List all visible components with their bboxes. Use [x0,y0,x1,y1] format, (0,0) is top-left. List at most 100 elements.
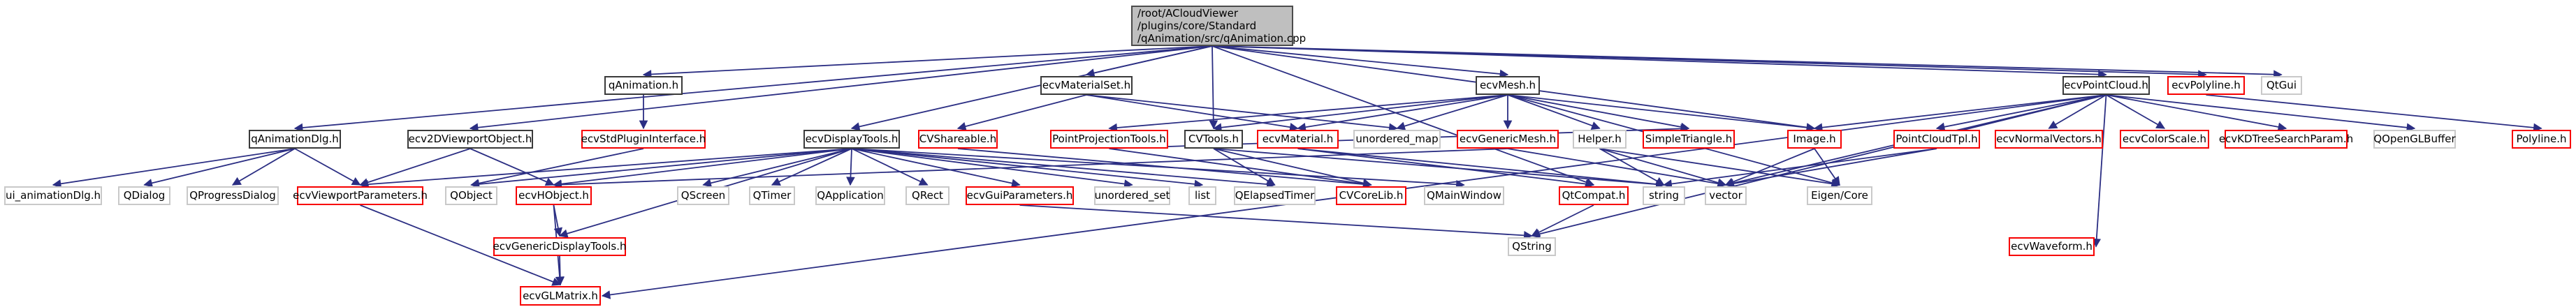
graph-node-PointCloudTpl-h[interactable]: PointCloudTpl.h [1893,130,1980,149]
graph-node-ecvGenericMesh-h[interactable]: ecvGenericMesh.h [1457,130,1559,149]
graph-node-ecvStdPluginInterface-h[interactable]: ecvStdPluginInterface.h [581,130,706,149]
graph-node-ecvWaveform-h[interactable]: ecvWaveform.h [2009,237,2095,256]
edge-ecvPolyline-h-to-Polyline-h [2206,94,2542,133]
edge-CVTools-h-to-CVCoreLib-h [1213,148,1372,188]
graph-node-ecvPointCloud-h[interactable]: ecvPointCloud.h [2062,76,2150,95]
graph-node-QRect: QRect [905,186,949,205]
edge-root-to-qAnimationDlg-h [293,45,1213,133]
edge-ecvDisplayTools-h-to-QApplication [846,148,855,186]
graph-node-EigenCore: Eigen/Core [1807,186,1872,205]
edge-ecvPointCloud-h-to-ecvNormalVectors-h [2048,94,2106,129]
edge-Helper-h-to-string [1599,148,1665,186]
graph-node-QMainWindow: QMainWindow [1424,186,1504,205]
graph-node-ecvColorScale-h[interactable]: ecvColorScale.h [2120,130,2209,149]
graph-node-ecvKDTreeSearchParam-h[interactable]: ecvKDTreeSearchParam.h [2219,130,2353,149]
graph-node-ecvGenericDisplayTools-h[interactable]: ecvGenericDisplayTools.h [493,237,627,256]
graph-node-QString: QString [1508,237,1556,256]
edge-ecvPointCloud-h-to-ecvKDTreeSearchParam-h [2106,94,2287,132]
graph-node-QTimer: QTimer [749,186,795,205]
graph-node-ui-animationDlg-h: ui_animationDlg.h [4,186,102,205]
edge-ecvPointCloud-h-to-QOpenGLBuffer [2106,94,2416,133]
edge-PointProjectionTools-h-to-CVCoreLib-h [1109,148,1372,188]
graph-node-root: /root/ACloudViewer /plugins/core/Standar… [1131,6,1306,46]
graph-node-Polyline-h[interactable]: Polyline.h [2512,130,2571,149]
edge-ecvDisplayTools-h-to-QElapsedTimer [851,148,1276,189]
edge-CVTools-h-to-QElapsedTimer [1213,148,1276,186]
edge-ecvMesh-h-to-CVTools-h [1212,94,1508,132]
graph-node-PointProjectionTools-h[interactable]: PointProjectionTools.h [1050,130,1168,149]
edge-ecvPointCloud-h-to-QString [1531,94,2106,239]
edge-ecvMaterial-h-to-QtCompat-h [1297,148,1595,188]
graph-node-qAnimation-h[interactable]: qAnimation.h [604,76,683,95]
graph-node-QScreen: QScreen [677,186,729,205]
edge-ecvGenericMesh-h-to-vector [1507,148,1727,188]
edge-ecvViewportParameters-h-to-ecvGLMatrix-h [360,204,562,286]
graph-node-unordered-set: unordered_set [1094,186,1170,205]
edge-ecvMesh-h-to-PointProjectionTools-h [1108,94,1508,133]
graph-node-ecvGLMatrix-h[interactable]: ecvGLMatrix.h [520,286,601,306]
graph-node-QProgressDialog: QProgressDialog [187,186,279,205]
graph-node-CVTools-h[interactable]: CVTools.h [1184,130,1243,149]
edge-ecv2DViewportObject-h-to-ecvViewportParameters-h [359,148,471,187]
graph-node-Image-h[interactable]: Image.h [1787,130,1842,149]
graph-node-QOpenGLBuffer: QOpenGLBuffer [2373,130,2456,149]
edge-ecvDisplayTools-h-to-ecvHObject-h [553,148,852,188]
graph-node-QApplication: QApplication [815,186,885,205]
edge-ecvMesh-h-to-SimpleTriangle-h [1507,94,1690,132]
graph-node-Helper-h: Helper.h [1573,130,1627,149]
edge-qAnimationDlg-h-to-ui-animationDlg-h [52,148,296,188]
graph-node-qAnimationDlg-h[interactable]: qAnimationDlg.h [249,130,341,149]
edge-PointCloudTpl-h-to-vector [1724,148,1937,188]
edge-ecvDisplayTools-h-to-ecvViewportParameters-h [359,148,852,189]
edge-root-to-ecvDisplayTools-h [850,45,1213,131]
graph-node-ecvGuiParameters-h[interactable]: ecvGuiParameters.h [966,186,1074,205]
edge-ecvHObject-h-to-ecvGenericDisplayTools-h [553,204,563,237]
edge-ecvMesh-h-to-unordered-map [1396,94,1508,130]
graph-node-ecvPolyline-h[interactable]: ecvPolyline.h [2167,76,2245,95]
edge-Image-h-to-EigenCore [1814,148,1840,186]
edge-ecvMaterialSet-h-to-unordered-map [1086,94,1398,133]
edge-root-to-qAnimation-h [642,45,1213,79]
graph-node-CVShareable-h[interactable]: CVShareable.h [918,130,998,149]
edge-ecvDisplayTools-h-to-ecvGuiParameters-h [851,148,1021,188]
edge-root-to-CVTools-h [1209,45,1218,130]
edge-ecvPointCloud-h-to-ecvWaveform-h [2092,94,2107,248]
graph-node-CVCoreLib-h[interactable]: CVCoreLib.h [1336,186,1406,205]
graph-node-QtGui: QtGui [2261,76,2302,95]
edge-ecvMesh-h-to-Helper-h [1507,94,1601,130]
edge-ecv2DViewportObject-h-to-ecvHObject-h [470,148,555,186]
graph-node-QObject: QObject [445,186,497,205]
graph-node-ecvMesh-h[interactable]: ecvMesh.h [1476,76,1540,95]
edge-CVTools-h-to-string [1213,148,1665,189]
edge-ecvDisplayTools-h-to-QRect [851,148,929,186]
edge-ecvDisplayTools-h-to-QObject [470,148,852,189]
edge-root-to-QtGui [1211,45,2283,79]
edge-ecvDisplayTools-h-to-unordered-set [851,148,1133,188]
edge-CVShareable-h-to-CVCoreLib-h [957,148,1372,189]
graph-node-ecvHObject-h[interactable]: ecvHObject.h [516,186,592,205]
edge-ecvMaterialSet-h-to-ecvMaterial-h [1086,94,1299,132]
graph-node-unordered-map: unordered_map [1353,130,1441,149]
graph-node-ecvViewportParameters-h[interactable]: ecvViewportParameters.h [293,186,428,205]
edge-ecvMesh-h-to-ecvMaterial-h [1297,94,1508,132]
graph-node-string: string [1643,186,1685,205]
graph-node-ecvMaterialSet-h[interactable]: ecvMaterialSet.h [1040,76,1133,95]
edge-ecvPointCloud-h-to-Image-h [1813,94,2106,132]
graph-node-ecvDisplayTools-h[interactable]: ecvDisplayTools.h [803,130,900,149]
edge-ecvPointCloud-h-to-ecvColorScale-h [2106,94,2166,129]
graph-node-SimpleTriangle-h[interactable]: SimpleTriangle.h [1643,130,1735,149]
edge-ecvGuiParameters-h-to-QString [1019,204,1533,240]
graph-node-ecv2DViewportObject-h[interactable]: ecv2DViewportObject.h [407,130,533,149]
graph-node-QtCompat-h[interactable]: QtCompat.h [1559,186,1629,205]
edge-root-to-ecvMesh-h [1211,45,1509,79]
graph-node-list: list [1188,186,1216,205]
edge-ecvMaterialSet-h-to-CVShareable-h [956,94,1087,131]
edge-ecvDisplayTools-h-to-QTimer [771,148,852,186]
edge-Image-h-to-vector [1724,148,1815,186]
graph-node-ecvMaterial-h[interactable]: ecvMaterial.h [1257,130,1339,149]
graph-node-ecvNormalVectors-h[interactable]: ecvNormalVectors.h [1995,130,2103,149]
graph-node-vector: vector [1705,186,1747,205]
edge-ecvGenericMesh-h-to-ecvHObject-h [553,148,1508,189]
